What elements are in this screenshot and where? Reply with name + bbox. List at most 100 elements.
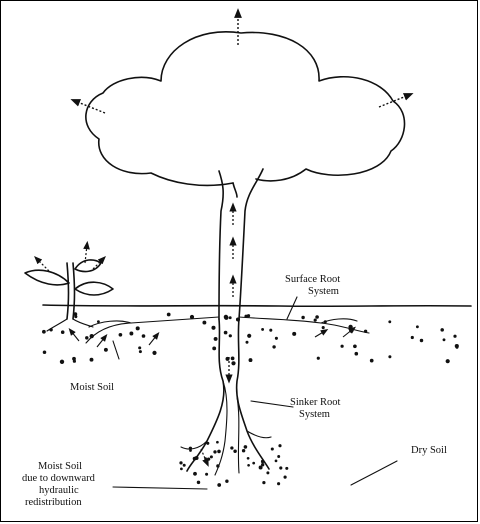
soil-dot [193,471,197,476]
soil-dot [415,325,419,329]
surface-root-label-1: Surface Root [285,274,340,285]
sinker-root-label-1: Sinker Root [290,397,341,408]
sinker-root-label-2: System [299,409,330,420]
soil-dot [228,316,232,320]
soil-dot [440,328,444,332]
soil-dot [89,333,94,339]
sinker-root-leader [250,400,294,408]
surface-root-left [85,316,220,344]
soil-dot [233,449,237,454]
soil-dot [211,325,216,330]
soil-dot [225,356,230,361]
soil-dot [103,347,108,352]
soil-dot [205,472,209,476]
flow-arrows [34,8,414,467]
soil-dot [388,355,392,359]
soil-dot [202,320,207,325]
soil-dot [363,329,368,333]
soil-dot [388,320,392,324]
soil-dot [266,471,270,475]
soil-dot [72,359,76,363]
soil-dot [166,312,171,317]
soil-dot [209,455,213,459]
soil-dot [206,441,210,445]
soil-dot [235,317,241,322]
dry-soil-leader [350,460,398,486]
moist-soil-label: Moist Soil [70,382,114,393]
soil-dot [349,328,354,333]
soil-dot [353,344,357,349]
soil-dot [216,464,220,468]
soil-dot [272,345,276,349]
soil-dot [285,466,289,470]
redistribution-label-1: Moist Soil [38,461,82,472]
soil-dot [301,315,305,320]
soil-dot [141,334,146,338]
soil-dot [445,359,450,364]
soil-dot [42,329,46,334]
soil-dot [315,315,319,319]
soil-dot [274,336,278,340]
soil-dot [206,457,211,461]
soil-dot [258,465,263,470]
soil-dot [455,345,459,349]
soil-dot [228,334,232,338]
soil-dot [262,480,266,485]
soil-dot [189,314,195,320]
soil-dot [247,333,252,338]
soil-dot [213,450,217,454]
soil-dot [188,446,193,450]
surface-root-label-2: System [308,286,339,297]
soil-dot [72,356,76,361]
soil-dot [217,483,222,487]
soil-dot [243,445,248,449]
soil-dot [340,344,344,348]
redistribution-label-4: redistribution [25,497,82,508]
soil-dot [138,346,142,350]
soil-dot [60,330,65,334]
soil-dot [244,314,248,318]
soil-dot [313,318,317,322]
soil-dot [49,328,53,332]
soil-dot [453,334,457,338]
soil-dot [248,358,253,363]
soil-dot [419,338,424,343]
soil-dot [292,331,297,336]
soil-dot [179,461,183,465]
soil-dot [245,340,249,344]
soil-dot [118,332,123,337]
tree-canopy [85,31,406,187]
moist-soil-leader [112,340,120,360]
soil-dot [442,338,446,342]
soil-dot [278,444,282,448]
soil-dot [260,459,265,464]
redistribution-leader [112,486,208,490]
ground-surface-line [42,304,472,308]
soil-dot [180,467,183,471]
soil-dot [241,448,246,453]
soil-dot [277,455,281,458]
soil-dot [223,330,228,335]
soil-dot [59,359,65,364]
soil-dot [204,457,207,460]
soil-dot [182,463,186,467]
soil-dot [85,336,89,340]
soil-dot [196,480,201,485]
soil-dot [274,459,278,463]
soil-dot [138,350,142,354]
soil-dot [216,440,219,444]
soil-dot [269,328,273,332]
soil-dot [73,312,78,316]
soil-dot [252,461,256,465]
soil-dot [194,456,199,460]
surface-root-leader [286,296,298,320]
soil-dot [97,320,100,323]
soil-dot [261,327,265,331]
dry-soil-label: Dry Soil [411,445,447,456]
soil-dot [42,350,47,355]
soil-dot [231,361,236,366]
soil-dot [283,475,287,479]
soil-dot [279,466,283,470]
